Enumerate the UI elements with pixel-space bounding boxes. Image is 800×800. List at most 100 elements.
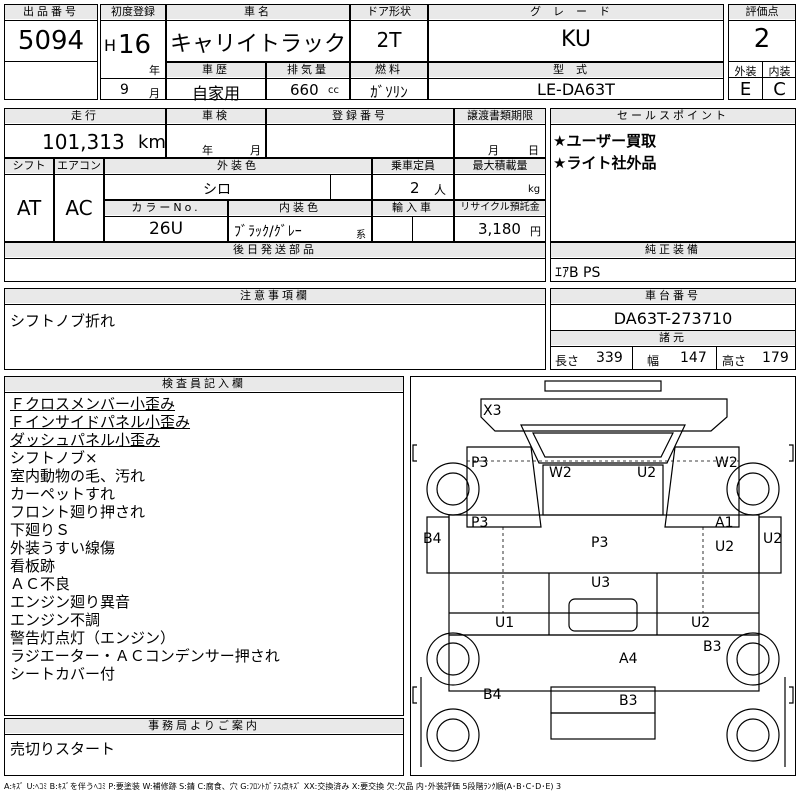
car-name-cell <box>166 4 350 62</box>
inspector-item: 警告灯点灯（エンジン） <box>10 629 176 647</box>
load-cell <box>454 158 546 200</box>
inspection-cell <box>166 108 266 158</box>
lot-number: 5094 <box>17 26 85 56</box>
length: 339 <box>596 350 623 366</box>
genuine-equipment-cell <box>550 242 796 282</box>
exterior-color-label: 外装色 <box>105 159 371 173</box>
inspector-item: ダッシュパネル小歪み <box>10 431 161 449</box>
inspector-item: シフトノブ× <box>10 449 98 467</box>
color-no-cell <box>104 200 228 242</box>
fuel-label: 燃料 <box>351 63 427 77</box>
inspector-item: 外装うすい線傷 <box>10 539 116 557</box>
damage-label: P3 <box>471 515 489 531</box>
inspection-month-unit: 月 <box>250 144 261 157</box>
damage-label: U2 <box>715 539 735 555</box>
displacement: 660 <box>290 81 319 99</box>
caution-text: シフトノブ折れ <box>10 312 116 330</box>
year-unit: 年 <box>149 64 160 77</box>
door-type: 2T <box>376 28 402 52</box>
damage-label: U3 <box>591 575 611 591</box>
shift: AT <box>16 196 42 220</box>
inspector-item: 下廻りＳ <box>10 521 71 539</box>
inspector-item: フロント廻り押され <box>10 503 146 521</box>
damage-label: P3 <box>471 455 489 471</box>
model-cell <box>428 62 724 100</box>
interior-color: ﾌﾞﾗｯｸ/ｸﾞﾚｰ <box>234 224 302 240</box>
capacity-unit: 人 <box>434 183 447 197</box>
displacement-cell <box>266 62 350 100</box>
damage-label: P3 <box>591 535 609 551</box>
legend: A:ｷｽﾞ U:ﾍｺﾐ B:ｷｽﾞを伴うﾍｺﾐ P:要塗装 W:補修跡 S:錆 … <box>4 782 562 791</box>
mileage-label: 走行 <box>5 109 165 123</box>
dims-label: 諸元 <box>551 331 795 345</box>
damage-label: U2 <box>763 531 783 547</box>
inspector-item: シートカバー付 <box>10 665 116 683</box>
displacement-label: 排気量 <box>267 63 349 77</box>
inspection-label: 車検 <box>167 109 265 123</box>
interior-color-cell <box>228 200 372 242</box>
chassis-number: DA63T-273710 <box>613 309 733 328</box>
registration-year: 16 <box>118 30 152 60</box>
first-registration-cell <box>100 4 166 100</box>
interior-label: 内装 <box>768 65 791 78</box>
damage-label: X3 <box>483 403 502 419</box>
history-label: 車歴 <box>167 63 265 77</box>
shift-label: シフト <box>5 159 53 173</box>
exterior-score: E <box>739 79 752 100</box>
sales-points-cell <box>550 108 796 242</box>
later-parts-cell <box>4 242 546 282</box>
inspector-label: 検査員記入欄 <box>5 377 403 391</box>
fuel-cell <box>350 62 428 100</box>
mileage: 101,313 <box>42 130 125 154</box>
length-label: 長さ <box>555 354 580 368</box>
recycle-fee: 3,180 <box>478 220 521 238</box>
inspector-cell <box>4 376 404 716</box>
damage-label: U1 <box>495 615 515 631</box>
month-unit: 月 <box>149 87 160 100</box>
shift-cell <box>4 158 54 242</box>
first-registration-label: 初度登録 <box>101 5 165 19</box>
inspector-item: カーペットすれ <box>10 485 116 503</box>
mileage-cell <box>4 108 166 158</box>
transfer-month-unit: 月 <box>488 144 499 157</box>
displacement-unit: cc <box>328 85 339 96</box>
lot-number-label: 出品番号 <box>5 5 97 19</box>
exterior-color-cell <box>104 158 372 200</box>
office-text: 売切りスタート <box>10 740 116 758</box>
capacity-label: 乗車定員 <box>373 159 453 173</box>
later-parts-label: 後日発送部品 <box>5 243 545 257</box>
height-label: 高さ <box>722 354 747 368</box>
inspector-item: Ｆインサイドパネル小歪み <box>10 413 191 431</box>
office-cell <box>4 718 404 776</box>
color-no-label: カラーNo. <box>105 201 227 215</box>
mileage-unit: km <box>138 132 166 153</box>
aircon-label: エアコン <box>55 159 103 173</box>
sales-point-1: ★ユーザー買取 <box>553 132 657 150</box>
inspector-item: 看板跡 <box>10 557 56 575</box>
history: 自家用 <box>191 84 240 103</box>
office-label: 事務局よりご案内 <box>5 719 403 733</box>
genuine-equipment-label: 純正装備 <box>551 243 795 257</box>
import-label: 輸入車 <box>373 201 453 215</box>
door-cell <box>350 4 428 62</box>
era: H <box>104 36 117 55</box>
inspector-item: Ｆクロスメンバー小歪み <box>10 395 176 413</box>
caution-cell <box>4 288 546 370</box>
damage-label: B3 <box>703 639 722 655</box>
damage-label: W2 <box>715 455 738 471</box>
sales-point-2: ★ライト社外品 <box>553 154 657 172</box>
inspector-item: ＡＣ不良 <box>10 575 71 593</box>
inspector-item: エンジン不調 <box>10 611 101 629</box>
damage-map: X3 P3 W2 U2 W2 P3 A1 B4 U2 U2 P3 U3 U1 U… <box>410 376 796 776</box>
damage-label: U2 <box>691 615 711 631</box>
damage-label: A1 <box>715 515 734 531</box>
recycle-cell <box>454 200 546 242</box>
load-label: 最大積載量 <box>455 159 545 173</box>
fuel: ｶﾞｿﾘﾝ <box>370 83 408 101</box>
history-cell <box>166 62 266 100</box>
sales-points-label: セールスポイント <box>551 109 795 123</box>
inspector-item: 室内動物の毛、汚れ <box>10 467 146 485</box>
lot-number-cell <box>4 4 98 100</box>
width-label: 幅 <box>647 354 660 368</box>
